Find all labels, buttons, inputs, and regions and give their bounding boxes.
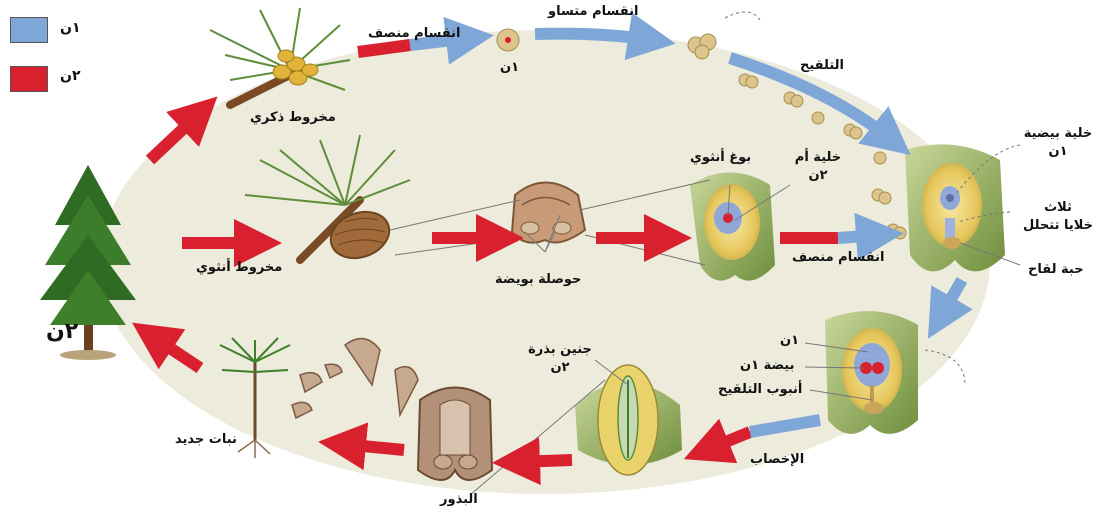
- pollinated-ovule-illustration: [905, 144, 1005, 271]
- pollen-nucleus: [505, 37, 511, 43]
- label-haploid-right: ١ن: [780, 333, 799, 349]
- ovule-scale-illustration: [512, 183, 585, 243]
- label-egg-cell: خلية بيضية: [1018, 126, 1098, 142]
- label-egg-cell-ploidy: ١ن: [1018, 144, 1098, 160]
- label-megaspore: بوغ أنثوي: [690, 150, 751, 166]
- label-mother-cell: خلية أم: [788, 150, 848, 166]
- label-ovule-sac: حوصلة بويضة: [495, 272, 581, 288]
- label-male-cone: مخروط ذكري: [250, 110, 336, 126]
- label-seeds: البذور: [440, 492, 478, 508]
- label-egg: بيضة ١ن: [740, 358, 794, 374]
- label-tree-ploidy: ٢ن: [46, 320, 78, 344]
- legend-swatch-haploid: [10, 17, 48, 43]
- legend-label-diploid: ٢ن: [60, 68, 81, 84]
- label-seed-embryo: جنين بذرة: [525, 342, 595, 358]
- label-new-plant: نبات جديد: [175, 432, 237, 448]
- legend-swatch-diploid: [10, 66, 48, 92]
- label-mother-cell-ploidy: ٢ن: [788, 168, 848, 184]
- label-fertilization: الإخصاب: [750, 452, 804, 468]
- label-haploid-top: ١ن: [500, 60, 519, 76]
- label-pollination: التلقيح: [800, 58, 844, 74]
- label-mitosis: انقسام متساو: [548, 4, 638, 20]
- label-seed-embryo-ploidy: ٢ن: [525, 360, 595, 376]
- label-female-cone: مخروط أنثوي: [196, 260, 282, 276]
- fertilization-ovule-illustration: [825, 311, 918, 434]
- label-pollen-tube: أنبوب التلقيح: [718, 382, 802, 398]
- label-three-cells: ثلاث: [1018, 200, 1098, 216]
- label-pollen-grain: حبة لقاح: [1028, 262, 1084, 278]
- legend-label-haploid: ١ن: [60, 20, 81, 36]
- seed-illustration: [418, 388, 492, 481]
- label-three-cells-line2: خلايا تتحلل: [1018, 218, 1098, 234]
- label-meiosis-right: انقسام منصف: [792, 250, 885, 266]
- label-meiosis-top: انقسام منصف: [368, 26, 461, 42]
